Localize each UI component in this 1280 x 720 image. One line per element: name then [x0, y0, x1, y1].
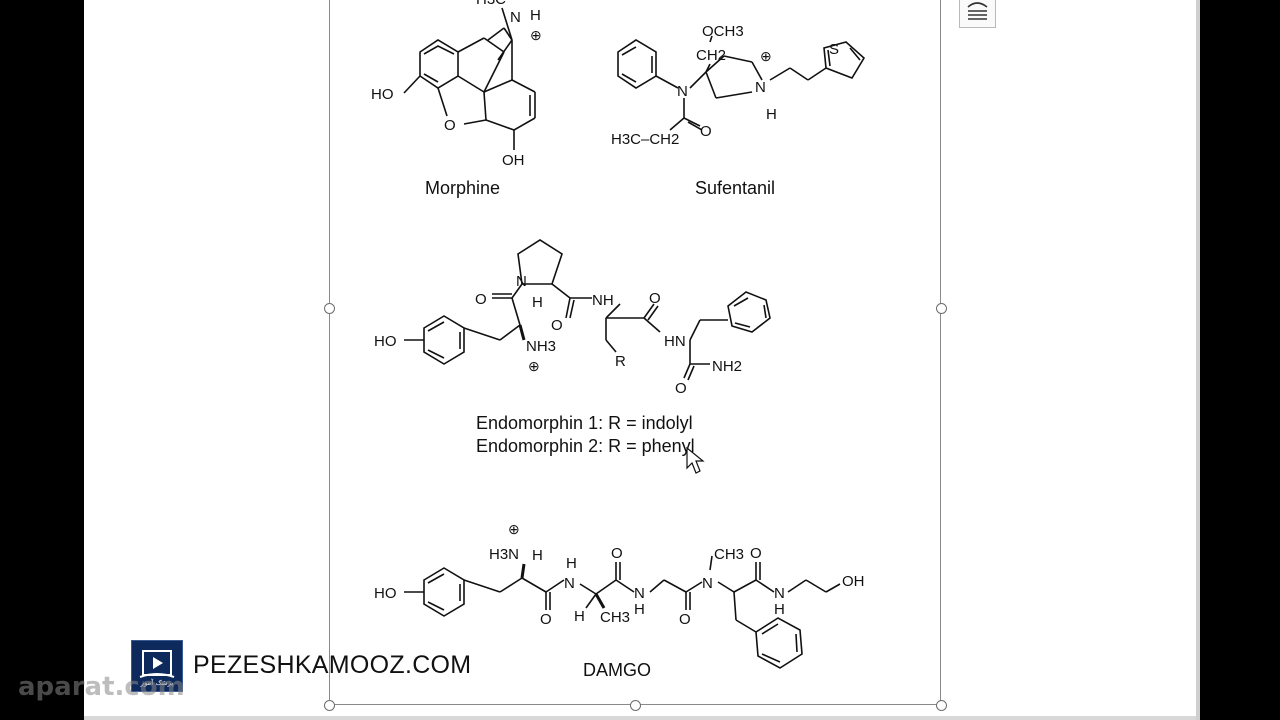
morphine-charge-label: ⊕ — [530, 27, 542, 43]
sufentanil-och3-label: OCH3 — [702, 23, 744, 40]
endomorphin-nh3-label: NH3 — [526, 338, 556, 355]
sufentanil-n-amide-label: N — [677, 83, 688, 100]
resize-handle-bottom-right[interactable] — [936, 700, 947, 711]
endomorphin-charge-label: ⊕ — [528, 358, 540, 374]
damgo-structure: HO ⊕ H3N H H N O H CH3 O N H O N CH3 O N… — [374, 521, 865, 669]
document-page — [84, 0, 1196, 718]
morphine-h-label: H — [530, 7, 541, 24]
page-bottom-edge — [84, 716, 1196, 720]
damgo-o3-label: O — [679, 611, 691, 628]
damgo-ch3-ala-label: CH3 — [600, 609, 630, 626]
damgo-n2-label: N — [634, 585, 645, 602]
resize-handle-bottom-left[interactable] — [324, 700, 335, 711]
damgo-charge-label: ⊕ — [508, 521, 520, 537]
endomorphin-nh2-label: NH2 — [712, 358, 742, 375]
morphine-o-label: O — [444, 117, 456, 134]
logo-caption: پزشک آموز — [140, 679, 174, 687]
damgo-ho-label: HO — [374, 585, 397, 602]
damgo-n4-label: N — [774, 585, 785, 602]
morphine-ho-label: HO — [371, 86, 394, 103]
sufentanil-o-label: O — [700, 123, 712, 140]
endomorphin-1-caption: Endomorphin 1: R = indolyl — [476, 413, 693, 433]
damgo-n3-label: N — [702, 575, 713, 592]
sufentanil-n-ring-label: N — [755, 79, 766, 96]
endomorphin-ho-label: HO — [374, 333, 397, 350]
resize-handle-middle-left[interactable] — [324, 303, 335, 314]
damgo-name: DAMGO — [583, 660, 651, 680]
damgo-o2-label: O — [611, 545, 623, 562]
damgo-h1-label: H — [532, 547, 543, 564]
morphine-h3c-label: H3C — [476, 0, 506, 8]
sufentanil-h-label: H — [766, 106, 777, 123]
resize-handle-bottom-center[interactable] — [630, 700, 641, 711]
damgo-ch3-nme-label: CH3 — [714, 546, 744, 563]
morphine-structure: HO O OH N H ⊕ H3C — [371, 0, 542, 169]
morphine-n-label: N — [510, 9, 521, 26]
morphine-oh-label: OH — [502, 152, 525, 169]
sufentanil-ch2-label: CH2 — [696, 47, 726, 64]
endomorphin-structure: HO O H N NH3 ⊕ O NH O R HN O NH2 — [374, 239, 771, 397]
damgo-o1-label: O — [540, 611, 552, 628]
sufentanil-name: Sufentanil — [695, 178, 775, 198]
endomorphin-n-ring-label: N — [516, 273, 527, 290]
endomorphin-nh-label: NH — [592, 292, 614, 309]
endomorphin-r-label: R — [615, 353, 626, 370]
layout-options-icon — [967, 2, 988, 20]
site-logo: پزشک آموز — [131, 640, 183, 692]
sufentanil-charge-label: ⊕ — [760, 48, 772, 64]
sufentanil-s-label: S — [829, 41, 839, 58]
endomorphin-hn-label: HN — [664, 333, 686, 350]
sufentanil-structure: N OCH3 CH2 N H ⊕ S O H3C–CH2 — [611, 23, 866, 148]
sufentanil-h3c-ch2-label: H3C–CH2 — [611, 131, 679, 148]
video-book-icon — [139, 650, 175, 678]
site-brand-text: PEZESHKAMOOZ.COM — [193, 651, 472, 679]
damgo-h-nh4-label: H — [774, 601, 785, 618]
window-edge — [1196, 0, 1200, 720]
layout-options-button[interactable] — [959, 0, 996, 28]
resize-handle-middle-right[interactable] — [936, 303, 947, 314]
damgo-oh-label: OH — [842, 573, 865, 590]
aparat-watermark: aparat.com — [18, 672, 185, 702]
damgo-h-nh1-label: H — [566, 555, 577, 572]
endomorphin-h-label: H — [532, 294, 543, 311]
damgo-h-nh2-label: H — [634, 601, 645, 618]
damgo-h3n-label: H3N — [489, 546, 519, 563]
morphine-name: Morphine — [425, 178, 500, 198]
endomorphin-2-caption: Endomorphin 2: R = phenyl — [476, 436, 695, 456]
endomorphin-o2-label: O — [551, 317, 563, 334]
endomorphin-o1-label: O — [475, 291, 487, 308]
endomorphin-o3-label: O — [649, 290, 661, 307]
mouse-cursor — [686, 446, 705, 474]
damgo-o4-label: O — [750, 545, 762, 562]
damgo-n1-label: N — [564, 575, 575, 592]
endomorphin-o4-label: O — [675, 380, 687, 397]
damgo-h2-label: H — [574, 608, 585, 625]
